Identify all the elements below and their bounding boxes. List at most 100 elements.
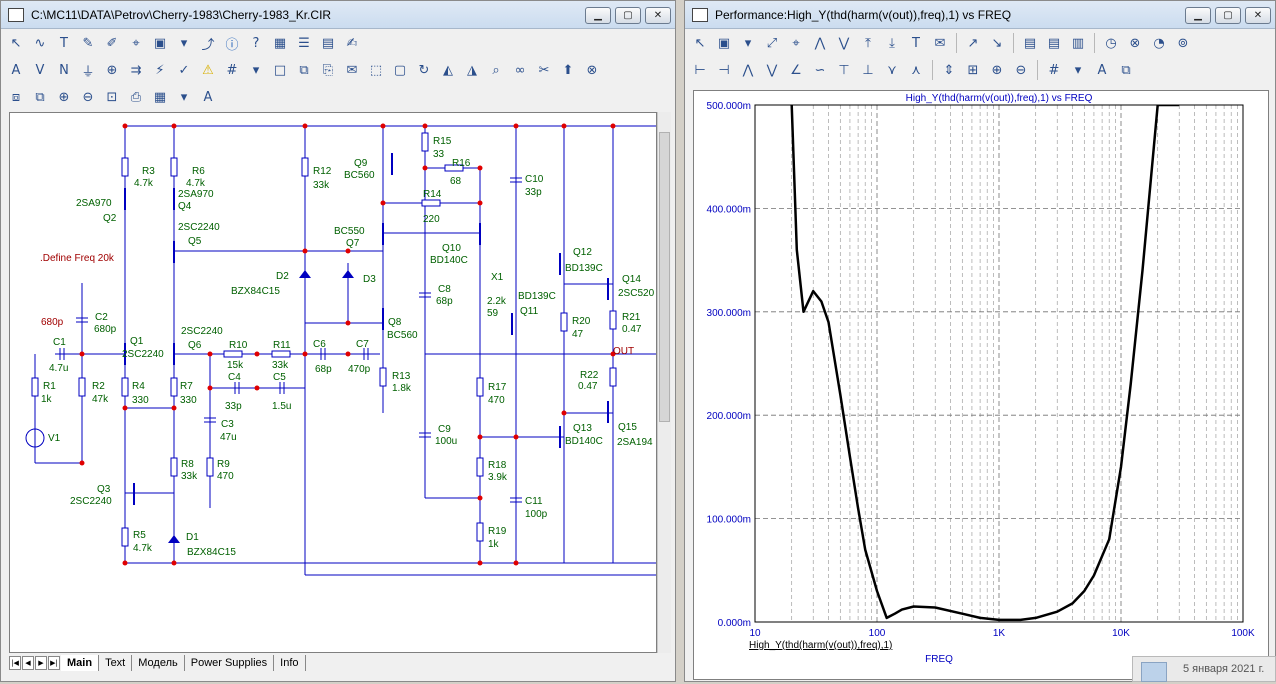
next-tab-button[interactable]: ▶	[35, 656, 47, 670]
dropdown-icon[interactable]: ▾	[180, 89, 188, 105]
top-icon[interactable]: ⋎	[887, 62, 897, 78]
last-tab-button[interactable]: ▶|	[48, 656, 60, 670]
valley-icon[interactable]: ⋁	[838, 35, 850, 51]
global-low-icon[interactable]: ⊥	[862, 62, 874, 78]
select-icon[interactable]: ⬚	[369, 62, 383, 78]
maximize-button[interactable]: ▢	[615, 7, 641, 24]
cut-icon[interactable]: ✂	[538, 62, 550, 78]
cursor-icon[interactable]: ⌖	[132, 35, 140, 51]
note-icon[interactable]: ✉	[346, 62, 358, 78]
component-icon[interactable]: ▣	[717, 35, 731, 51]
box-icon[interactable]: ▢	[393, 62, 407, 78]
schematic-label[interactable]: D3	[363, 274, 376, 285]
flip-icon[interactable]: ◮	[467, 62, 477, 78]
schematic-label[interactable]: .Define Freq 20k	[40, 253, 115, 264]
schematic-label[interactable]: 47	[572, 329, 584, 340]
schematic-label[interactable]: 2SA194	[617, 437, 653, 448]
ground-icon[interactable]: ⏚	[81, 64, 95, 80]
schematic-label[interactable]: X1	[491, 272, 504, 283]
schematic-label[interactable]: BD139C	[565, 263, 603, 274]
schematic-label[interactable]: C10	[525, 174, 544, 185]
schematic-label[interactable]: 0.47	[578, 381, 598, 392]
help-icon[interactable]: ?	[252, 35, 260, 51]
paste-icon[interactable]: ⎘	[322, 62, 334, 78]
stop-icon[interactable]: ⊗	[1129, 35, 1141, 51]
schematic-label[interactable]: 4.7k	[133, 543, 153, 554]
schematic-label[interactable]: C7	[356, 339, 369, 350]
schematic-label[interactable]: 2SA970	[178, 189, 214, 200]
schematic-label[interactable]: R12	[313, 166, 332, 177]
group-icon[interactable]: ⧉	[35, 89, 45, 105]
schematic-label[interactable]: 4.7k	[186, 178, 206, 189]
stop-icon[interactable]: ⊗	[586, 62, 598, 78]
schematic-label[interactable]: C1	[53, 337, 66, 348]
schematic-label[interactable]: 47k	[92, 394, 109, 405]
pen-icon[interactable]: ✎	[82, 35, 94, 51]
tab-power-supplies[interactable]: Power Supplies	[185, 655, 275, 671]
schematic-vertical-scrollbar[interactable]	[657, 112, 671, 653]
point-icon[interactable]: ▥	[1071, 35, 1085, 51]
note-icon[interactable]: ✉	[934, 35, 946, 51]
schematic-label[interactable]: 1k	[488, 539, 500, 550]
dropdown-icon[interactable]: ▾	[744, 35, 752, 51]
edit-icon[interactable]: ✍	[346, 35, 358, 51]
schematic-label[interactable]: BD139C	[518, 291, 556, 302]
schematic-label[interactable]: C11	[525, 496, 543, 507]
minimize-button[interactable]: ▁	[585, 7, 611, 24]
global-high-icon[interactable]: ⊤	[838, 62, 850, 78]
expand-icon[interactable]: ⇕	[943, 62, 955, 78]
schematic-label[interactable]: BC550	[334, 226, 365, 237]
font-icon[interactable]: A	[1097, 62, 1107, 78]
schematic-label[interactable]: 2SA970	[76, 198, 112, 209]
grid-icon[interactable]: #	[226, 62, 238, 78]
schematic-label[interactable]: R17	[488, 382, 507, 393]
bottom-icon[interactable]: ⋏	[911, 62, 921, 78]
schematic-label[interactable]: C9	[438, 424, 451, 435]
zoom-out-icon[interactable]: ⊖	[82, 89, 94, 105]
schematic-label[interactable]: 68p	[315, 364, 332, 375]
schematic-label[interactable]: 2SC2240	[70, 496, 112, 507]
chip-icon[interactable]: ▦	[273, 35, 287, 51]
schematic-label[interactable]: C4	[228, 372, 241, 383]
schematic-label[interactable]: Q5	[188, 236, 202, 247]
schematic-label[interactable]: 2SC2240	[122, 349, 164, 360]
schematic-label[interactable]: BC560	[387, 330, 418, 341]
bus-icon[interactable]: ⇉	[130, 62, 142, 78]
schematic-label[interactable]: R11	[273, 340, 291, 351]
schematic-label[interactable]: 2.2k	[487, 296, 507, 307]
text-icon[interactable]: T	[912, 35, 920, 51]
schematic-label[interactable]: OUT	[613, 346, 634, 357]
schematic-label[interactable]: 47u	[220, 432, 237, 443]
schematic-label[interactable]: 680p	[41, 317, 64, 328]
component-icon[interactable]: ▣	[153, 35, 167, 51]
binoculars-icon[interactable]: ∞	[514, 62, 526, 78]
scroll-thumb[interactable]	[659, 132, 670, 422]
schematic-label[interactable]: Q12	[573, 247, 592, 258]
schematic-label[interactable]: 1.5u	[272, 401, 291, 412]
list-icon[interactable]: ☰	[298, 35, 310, 51]
schematic-label[interactable]: Q1	[130, 336, 144, 347]
schematic-label[interactable]: 100u	[435, 436, 457, 447]
schematic-label[interactable]: Q8	[388, 317, 402, 328]
schematic-label[interactable]: 33k	[313, 180, 330, 191]
schematic-label[interactable]: 33p	[225, 401, 242, 412]
cursor-left-icon[interactable]: ⊢	[694, 62, 706, 78]
schematic-label[interactable]: Q13	[573, 423, 592, 434]
schematic-label[interactable]: BZX84C15	[231, 286, 280, 297]
maximize-button[interactable]: ▢	[1215, 7, 1241, 24]
schematic-label[interactable]: R10	[229, 340, 248, 351]
schematic-label[interactable]: Q6	[188, 340, 202, 351]
print-icon[interactable]: ⎙	[130, 89, 142, 105]
fit-icon[interactable]: ⊞	[967, 62, 979, 78]
schematic-label[interactable]: R1	[43, 381, 56, 392]
zoom-out-icon[interactable]: ⊖	[1015, 62, 1027, 78]
marker1-icon[interactable]: ↗	[967, 35, 979, 51]
schematic-label[interactable]: R3	[142, 166, 155, 177]
schematic-label[interactable]: Q11	[520, 306, 539, 317]
schematic-label[interactable]: 33k	[272, 360, 289, 371]
schematic-label[interactable]: 2SC2240	[181, 326, 223, 337]
schematic-label[interactable]: R7	[180, 381, 193, 392]
close-button[interactable]: ✕	[1245, 7, 1271, 24]
schematic-label[interactable]: R8	[181, 459, 194, 470]
